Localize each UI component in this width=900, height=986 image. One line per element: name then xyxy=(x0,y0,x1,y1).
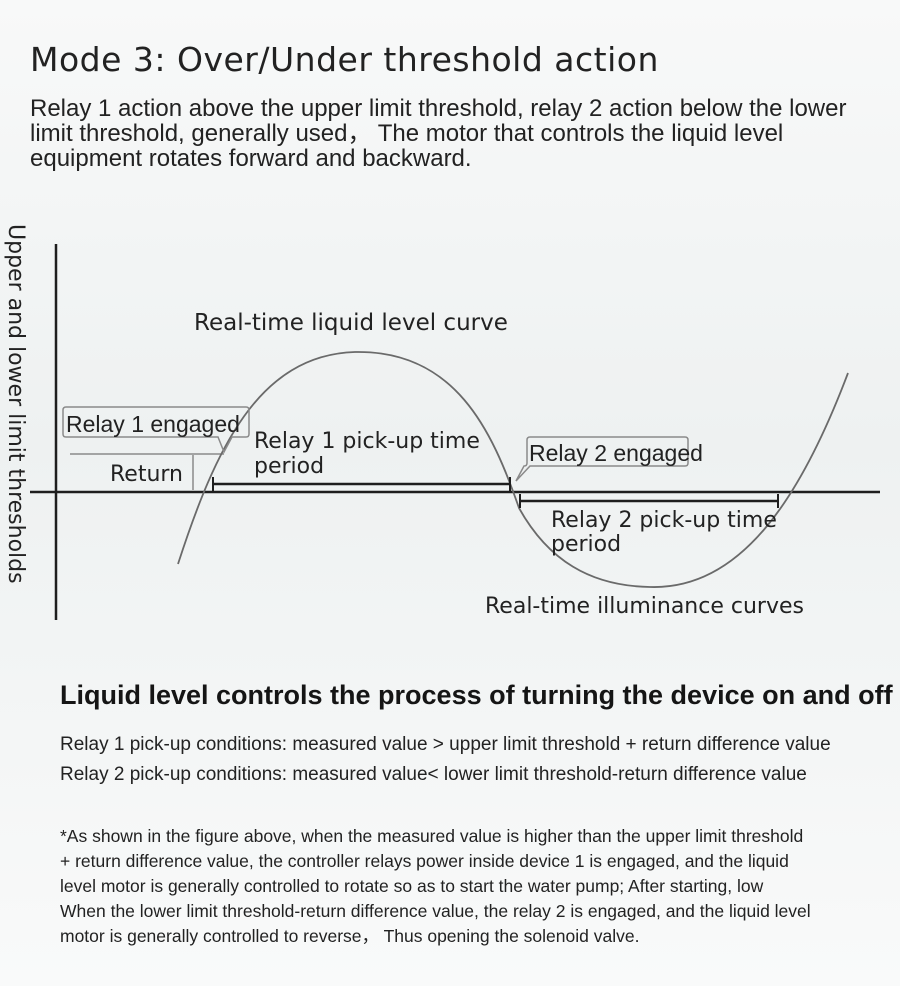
relay2-condition: Relay 2 pick-up conditions: measured val… xyxy=(60,764,807,785)
relay2-period-label-line1: Relay 2 pick-up time xyxy=(551,508,777,533)
section-heading: Liquid level controls the process of tur… xyxy=(60,680,893,710)
relay1-condition: Relay 1 pick-up conditions: measured val… xyxy=(60,734,831,755)
relay2-period-label-line2: period xyxy=(551,532,621,557)
footnote-line: motor is generally controlled to reverse… xyxy=(60,926,640,946)
footnote: *As shown in the figure above, when the … xyxy=(60,824,890,949)
y-axis-label: Upper and lower limit thresholds xyxy=(3,224,28,584)
footnote-line: + return difference value, the controlle… xyxy=(60,851,789,871)
illuminance-label: Real-time illuminance curves xyxy=(485,594,804,619)
return-label: Return xyxy=(110,462,183,487)
relay1-period-label-line1: Relay 1 pick-up time xyxy=(254,429,480,454)
liquid-level-curve xyxy=(177,351,849,588)
relay1-period-label-line2: period xyxy=(254,454,324,479)
threshold-diagram: Upper and lower limit thresholds Relay 1… xyxy=(3,224,880,620)
footnote-line: *As shown in the figure above, when the … xyxy=(60,826,804,846)
curve-label: Real-time liquid level curve xyxy=(194,310,508,336)
page-title: Mode 3: Over/Under threshold action xyxy=(30,40,659,79)
intro-paragraph: Relay 1 action above the upper limit thr… xyxy=(30,95,847,172)
relay1-engaged-callout: Relay 1 engaged xyxy=(62,406,250,454)
relay2-engaged-callout: Relay 2 engaged xyxy=(515,436,703,482)
footnote-line: When the lower limit threshold-return di… xyxy=(60,901,811,921)
relay1-engaged-label: Relay 1 engaged xyxy=(66,411,240,437)
footnote-line: level motor is generally controlled to r… xyxy=(60,876,764,896)
relay2-engaged-label: Relay 2 engaged xyxy=(529,440,703,466)
